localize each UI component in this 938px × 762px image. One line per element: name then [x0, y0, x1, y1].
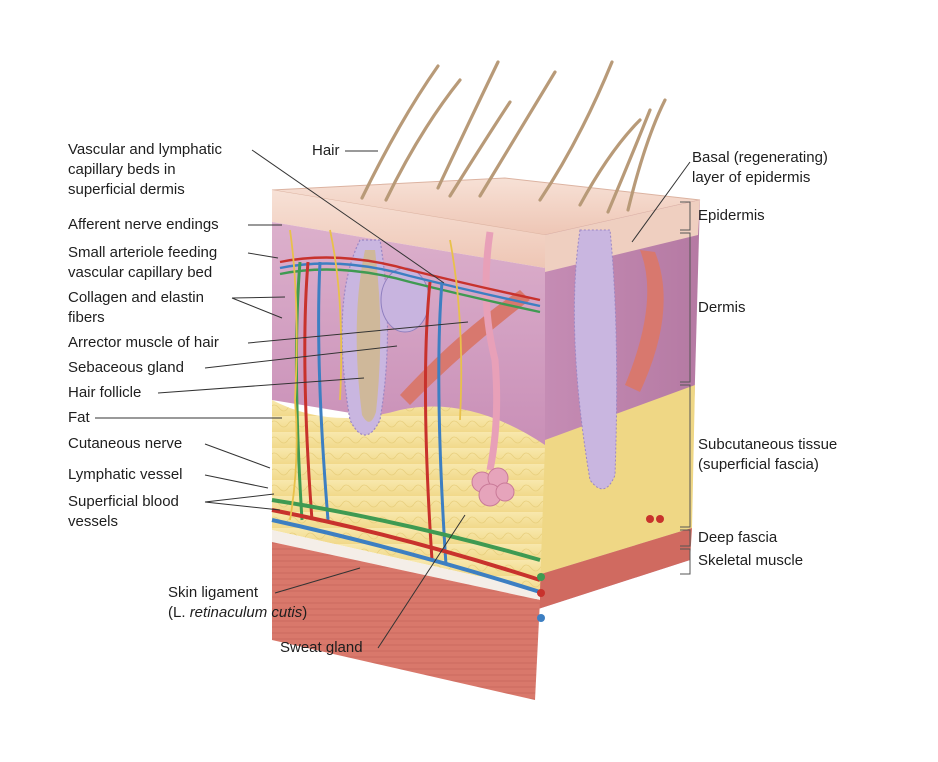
ligament-suffix: )	[302, 604, 307, 621]
label-arteriole-line2: vascular capillary bed	[68, 263, 212, 283]
label-deep-fascia: Deep fascia	[698, 528, 777, 548]
ligament-latin-name: retinaculum cutis	[190, 604, 303, 621]
label-hair-follicle: Hair follicle	[68, 383, 141, 403]
label-lymphatic-vessel: Lymphatic vessel	[68, 465, 183, 485]
label-cutaneous-nerve: Cutaneous nerve	[68, 434, 182, 454]
label-superficial-vessels-line2: vessels	[68, 512, 118, 532]
label-arrector-muscle: Arrector muscle of hair	[68, 333, 219, 353]
ligament-prefix: (L.	[168, 604, 190, 621]
label-vascular-line1: Vascular and lymphatic	[68, 140, 222, 160]
label-vascular-line3: superficial dermis	[68, 180, 185, 200]
label-sweat-gland: Sweat gland	[280, 638, 363, 658]
label-arteriole-line1: Small arteriole feeding	[68, 243, 217, 263]
label-subcutaneous-line1: Subcutaneous tissue	[698, 435, 837, 455]
label-skin-ligament-line1: Skin ligament	[168, 583, 258, 603]
label-sebaceous-gland: Sebaceous gland	[68, 358, 184, 378]
label-collagen-line2: fibers	[68, 308, 105, 328]
label-dermis: Dermis	[698, 298, 746, 318]
label-basal-layer-line1: Basal (regenerating)	[692, 148, 828, 168]
label-superficial-vessels-line1: Superficial blood	[68, 492, 179, 512]
label-hair: Hair	[312, 141, 340, 161]
label-skin-ligament-line2: (L. retinaculum cutis)	[168, 603, 307, 623]
label-vascular-line2: capillary beds in	[68, 160, 176, 180]
label-epidermis: Epidermis	[698, 206, 765, 226]
label-subcutaneous-line2: (superficial fascia)	[698, 455, 819, 475]
label-fat: Fat	[68, 408, 90, 428]
label-collagen-line1: Collagen and elastin	[68, 288, 204, 308]
label-basal-layer-line2: layer of epidermis	[692, 168, 810, 188]
label-skeletal-muscle: Skeletal muscle	[698, 551, 803, 571]
label-afferent-nerve-endings: Afferent nerve endings	[68, 215, 219, 235]
